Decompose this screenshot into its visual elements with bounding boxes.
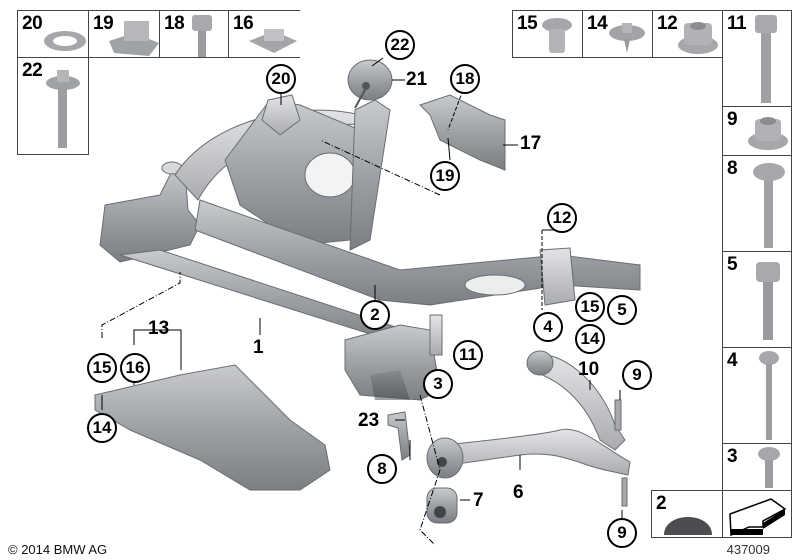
part-cell-12: 12 <box>652 10 723 58</box>
label-13: 13 <box>148 318 170 339</box>
part-number: 14 <box>587 13 608 34</box>
axle-subframe <box>99 94 641 401</box>
part-number: 15 <box>517 13 538 34</box>
heat-shield-17 <box>419 94 506 171</box>
part-cell-20: 20 <box>17 10 89 58</box>
label-10: 10 <box>578 359 600 380</box>
copyright-text: © 2014 BMW AG <box>8 542 108 557</box>
callout-19: 19 <box>430 161 460 191</box>
washer-icon <box>44 31 86 51</box>
part-cell-15: 15 <box>512 10 583 58</box>
part-cell-22: 22 <box>17 57 89 155</box>
leader-lines <box>101 57 623 546</box>
callout-14-left: 14 <box>87 413 117 443</box>
callout-22: 22 <box>385 30 415 60</box>
hex-bolt-icon <box>756 262 780 340</box>
spring-clip-icon <box>109 21 159 56</box>
label-7: 7 <box>473 490 484 511</box>
part-cell-19: 19 <box>88 10 160 58</box>
callout-2: 2 <box>360 300 390 330</box>
callout-9-upper: 9 <box>622 360 652 390</box>
tension-strut-6 <box>444 428 631 476</box>
part-cell-5: 5 <box>722 251 792 348</box>
callout-15-left: 15 <box>87 353 117 383</box>
callout-15-right: 15 <box>575 292 605 322</box>
part-number: 5 <box>727 254 738 275</box>
bracket-23 <box>387 411 411 461</box>
flange-nut-icon <box>678 22 718 54</box>
rubber-cap-icon <box>664 517 712 535</box>
part-cell-11: 11 <box>722 10 792 107</box>
part-cell-14: 14 <box>582 10 653 58</box>
underbody-guard-13 <box>94 364 331 491</box>
diagram-id: 437009 <box>726 542 770 557</box>
callout-20: 20 <box>266 64 296 94</box>
flange-bolt-icon <box>753 163 785 248</box>
part-number: 9 <box>727 109 738 130</box>
direction-arrow-icon <box>729 498 787 537</box>
wishbone-10 <box>529 353 626 451</box>
bushing-7 <box>426 487 458 524</box>
long-bolt-icon <box>759 351 779 440</box>
label-21: 21 <box>406 69 428 90</box>
callout-4: 4 <box>533 312 563 342</box>
part-cell-4: 4 <box>722 347 792 444</box>
callout-5: 5 <box>607 295 637 325</box>
callout-8: 8 <box>367 454 397 484</box>
hex-bolt-long-icon <box>755 15 777 103</box>
self-locking-nut-icon <box>748 117 788 150</box>
clip-nut-icon <box>249 29 297 53</box>
hex-bolt-short-icon <box>192 15 212 57</box>
part-cell-3: 3 <box>722 443 792 491</box>
part-number: 20 <box>22 13 43 34</box>
part-number: 4 <box>727 350 738 371</box>
short-bolt-icon <box>758 447 780 488</box>
part-number: 19 <box>93 13 114 34</box>
part-cell-9: 9 <box>722 106 792 156</box>
label-1: 1 <box>253 337 264 358</box>
part-number: 12 <box>657 13 678 34</box>
part-number: 16 <box>233 13 254 34</box>
label-6: 6 <box>513 482 524 503</box>
part-number: 18 <box>164 13 185 34</box>
direction-arrow-cell <box>722 490 792 538</box>
part-cell-18: 18 <box>159 10 229 58</box>
callout-3: 3 <box>423 369 453 399</box>
rubber-mount-21 <box>347 59 393 109</box>
part-number: 22 <box>22 60 43 81</box>
part-cell-16: 16 <box>228 10 300 58</box>
bolt-with-washer-icon <box>46 70 80 148</box>
expanding-rivet-nut-icon <box>542 18 572 53</box>
callout-12: 12 <box>547 203 577 233</box>
label-17: 17 <box>520 133 542 154</box>
label-23: 23 <box>358 410 380 431</box>
part-number: 3 <box>727 446 738 467</box>
part-number: 8 <box>727 158 738 179</box>
part-number: 2 <box>656 493 667 514</box>
callout-14-right: 14 <box>575 324 605 354</box>
callout-16: 16 <box>120 353 150 383</box>
callout-18: 18 <box>450 64 480 94</box>
callout-9-lower: 9 <box>607 518 637 548</box>
part-number: 11 <box>727 13 747 34</box>
part-cell-2: 2 <box>651 490 723 538</box>
screw-with-washer-icon <box>609 23 645 53</box>
part-cell-8: 8 <box>722 155 792 252</box>
callout-11: 11 <box>453 340 483 370</box>
